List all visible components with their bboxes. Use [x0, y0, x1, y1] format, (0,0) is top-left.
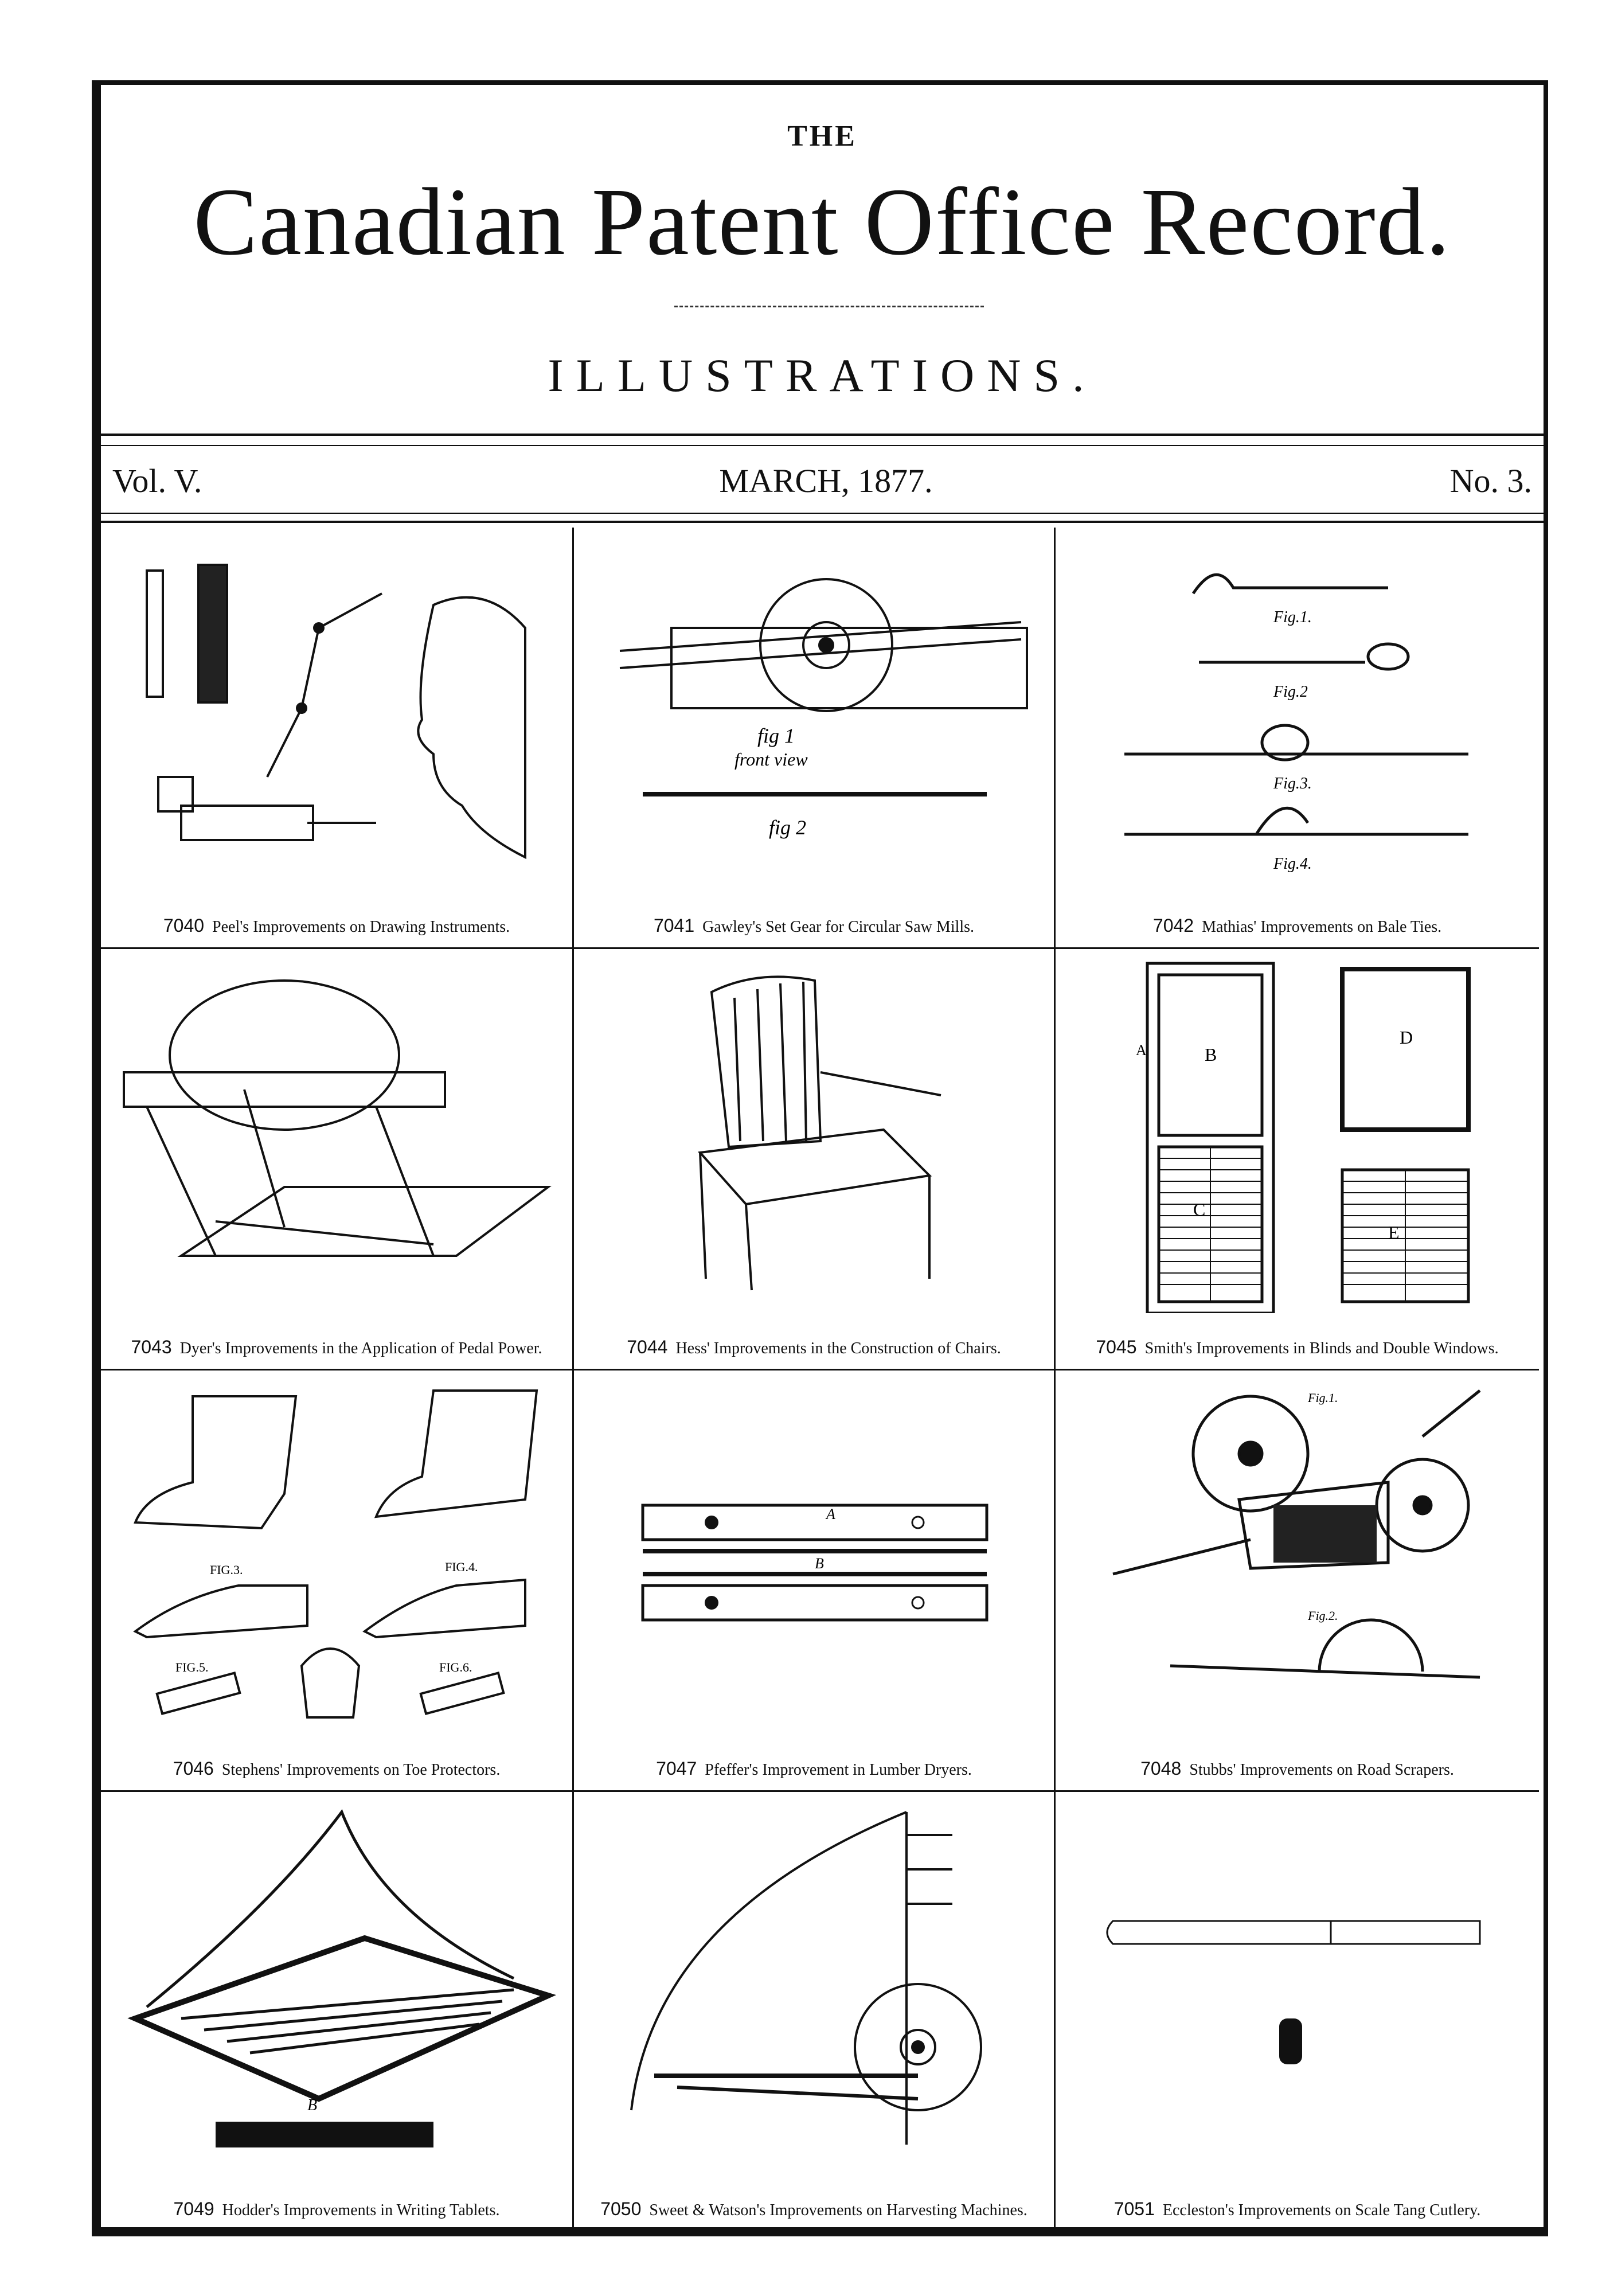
- lumber-dryer-illustration: A B: [641, 1504, 988, 1622]
- number-label: No. 3.: [1449, 462, 1532, 499]
- patent-number: 7050: [600, 2199, 642, 2219]
- patent-cell-7049: B 7049 Hodder's Improvements in Writing T…: [101, 1792, 574, 2231]
- patent-title: Pfeffer's Improvement in Lumber Dryers.: [705, 1761, 972, 1779]
- rule: [101, 513, 1544, 514]
- bale-ties-illustration: Fig.1. Fig.2 Fig.3. Fig.4.: [1124, 573, 1468, 873]
- patent-cell-7048: Fig.1. Fig.2. 7048 Stubbs' Improvements o…: [1056, 1370, 1539, 1792]
- cutlery-illustration: [1106, 1920, 1481, 2064]
- illustrations-grid: 7040 Peel's Improvements on Drawing Instr…: [101, 528, 1539, 2231]
- figure-label: Fig.2.: [1307, 1608, 1338, 1623]
- patent-title: Gawley's Set Gear for Circular Saw Mills…: [702, 918, 975, 936]
- figure-label: front view: [734, 749, 808, 770]
- patent-number: 7040: [163, 915, 205, 936]
- patent-cell-7043: 7043 Dyer's Improvements in the Applicati…: [101, 949, 574, 1370]
- rule: [101, 521, 1544, 523]
- chair-illustration: [697, 975, 941, 1291]
- harvesting-machine-illustration: [630, 1811, 982, 2145]
- toe-protectors-illustration: FIG.3. FIG.4. FIG.5. FIG.6.: [133, 1389, 538, 1719]
- patent-cell-7040: 7040 Peel's Improvements on Drawing Instr…: [101, 528, 574, 949]
- figure-label: FIG.4.: [445, 1560, 478, 1574]
- patent-cell-7041: fig 1 front view fig 2 7041 Gawley's Set …: [574, 528, 1056, 949]
- patent-title: Peel's Improvements on Drawing Instrumen…: [212, 918, 510, 936]
- patent-title: Dyer's Improvements in the Application o…: [179, 1340, 542, 1357]
- figure-label: FIG.5.: [175, 1660, 208, 1674]
- patent-number: 7046: [173, 1758, 214, 1779]
- patent-title: Stephens' Improvements on Toe Protectors…: [221, 1761, 501, 1779]
- patent-caption: 7049 Hodder's Improvements in Writing Tab…: [107, 2197, 566, 2220]
- patent-cell-7050: 7050 Sweet & Watson's Improvements on Har…: [574, 1792, 1056, 2231]
- patent-title: Mathias' Improvements on Bale Ties.: [1202, 918, 1442, 936]
- patent-title: Smith's Improvements in Blinds and Doubl…: [1144, 1340, 1499, 1357]
- patent-caption: 7044 Hess' Improvements in the Constructi…: [580, 1336, 1048, 1358]
- patent-title: Hodder's Improvements in Writing Tablets…: [222, 2201, 500, 2219]
- patent-number: 7041: [653, 915, 695, 936]
- patent-number: 7049: [173, 2199, 214, 2219]
- saw-mill-gear-illustration: fig 1 front view fig 2: [619, 578, 1028, 839]
- figure-label: Fig.1.: [1273, 608, 1312, 626]
- figure-label: Fig.3.: [1273, 775, 1312, 792]
- patent-caption: 7040 Peel's Improvements on Drawing Instr…: [107, 914, 566, 937]
- patent-title: Stubbs' Improvements on Road Scrapers.: [1189, 1761, 1454, 1779]
- patent-cell-7047: A B 7047 Pfeffer's Improvement in Lumber …: [574, 1370, 1056, 1792]
- figure-label: B: [815, 1555, 824, 1572]
- patent-caption: 7047 Pfeffer's Improvement in Lumber Drye…: [580, 1757, 1048, 1780]
- patent-number: 7051: [1113, 2199, 1155, 2219]
- patent-cell-7045: B D C E A 7045 Smith's Improvements in Bl…: [1056, 949, 1539, 1370]
- patent-title: Hess' Improvements in the Construction o…: [675, 1340, 1001, 1357]
- date-label: MARCH, 1877.: [719, 462, 933, 499]
- patent-title: Eccleston's Improvements on Scale Tang C…: [1162, 2201, 1481, 2219]
- rule: [101, 445, 1544, 446]
- page-subtitle: ILLUSTRATIONS.: [548, 349, 1097, 401]
- patent-caption: 7050 Sweet & Watson's Improvements on Har…: [580, 2197, 1048, 2220]
- figure-label: Fig.4.: [1273, 855, 1312, 873]
- figure-label: B: [1205, 1044, 1217, 1065]
- blinds-windows-illustration: B D C E A: [1136, 962, 1471, 1313]
- patent-title: Sweet & Watson's Improvements on Harvest…: [649, 2201, 1027, 2219]
- patent-caption: 7042 Mathias' Improvements on Bale Ties.: [1061, 914, 1533, 937]
- patent-cell-7044: 7044 Hess' Improvements in the Constructi…: [574, 949, 1056, 1370]
- road-scraper-illustration: Fig.1. Fig.2.: [1112, 1389, 1481, 1679]
- patent-number: 7044: [627, 1337, 668, 1357]
- patent-caption: 7041 Gawley's Set Gear for Circular Saw M…: [580, 914, 1048, 937]
- figure-label: Fig.2: [1273, 683, 1308, 701]
- issue-info: Vol. V. MARCH, 1877. No. 3.: [112, 458, 1532, 503]
- figure-label: Fig.1.: [1307, 1391, 1338, 1405]
- patent-number: 7048: [1140, 1758, 1182, 1779]
- drawing-instruments-illustration: [146, 564, 526, 860]
- patent-number: 7042: [1152, 915, 1194, 936]
- pedal-power-illustration: [123, 979, 552, 1257]
- figure-label: B: [307, 2096, 317, 2114]
- patent-caption: 7046 Stephens' Improvements on Toe Protec…: [107, 1757, 566, 1780]
- patent-cell-7046: FIG.3. FIG.4. FIG.5. FIG.6. 7046 Stephens…: [101, 1370, 574, 1792]
- title-divider: [674, 306, 984, 307]
- figure-label: A: [1136, 1042, 1147, 1059]
- patent-number: 7043: [131, 1337, 172, 1357]
- page-frame: THE Canadian Patent Office Record. ILLUS…: [92, 80, 1548, 2236]
- figure-label: A: [825, 1506, 835, 1522]
- patent-caption: 7045 Smith's Improvements in Blinds and D…: [1061, 1336, 1533, 1358]
- patent-cell-7042: Fig.1. Fig.2 Fig.3. Fig.4. 7042 Mathias' …: [1056, 528, 1539, 949]
- figure-label: FIG.6.: [439, 1660, 472, 1674]
- figure-label: fig 1: [757, 724, 795, 747]
- patent-cell-7051: 7051 Eccleston's Improvements on Scale Ta…: [1056, 1792, 1539, 2231]
- header-the: THE: [787, 120, 857, 153]
- patent-number: 7045: [1096, 1337, 1137, 1357]
- figure-label: FIG.3.: [210, 1563, 243, 1577]
- patent-caption: 7048 Stubbs' Improvements on Road Scraper…: [1061, 1757, 1533, 1780]
- patent-caption: 7051 Eccleston's Improvements on Scale Ta…: [1061, 2197, 1533, 2220]
- page-title: Canadian Patent Office Record.: [193, 169, 1451, 275]
- figure-label: D: [1400, 1027, 1413, 1048]
- volume-label: Vol. V.: [112, 462, 202, 499]
- patent-caption: 7043 Dyer's Improvements in the Applicati…: [107, 1336, 566, 1358]
- figure-label: C: [1193, 1199, 1205, 1220]
- rule: [101, 434, 1544, 436]
- writing-tablet-illustration: B: [127, 1809, 557, 2147]
- patent-number: 7047: [656, 1758, 697, 1779]
- figure-label: fig 2: [769, 816, 806, 839]
- figure-label: E: [1388, 1222, 1400, 1243]
